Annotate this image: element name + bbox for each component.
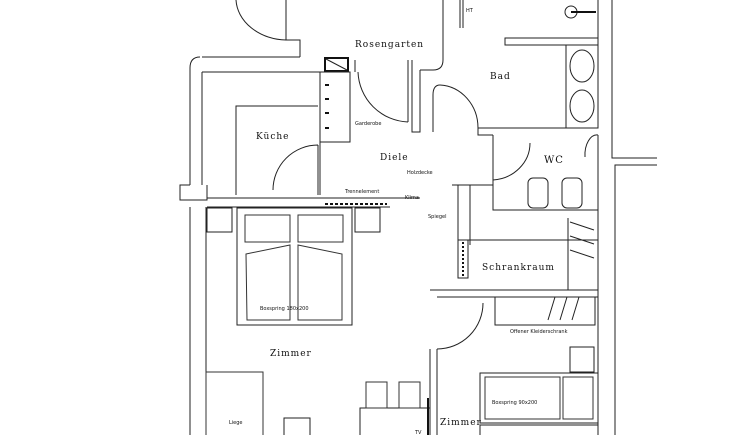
pillow (244, 214, 291, 243)
label-trennelement: Trennelement (344, 189, 379, 195)
blanket (245, 244, 291, 321)
table (359, 407, 431, 435)
side-table (283, 417, 311, 435)
wall (207, 197, 420, 208)
wall (202, 0, 301, 58)
toilet (561, 177, 583, 209)
door-arc-wc (492, 142, 531, 181)
chair (365, 381, 388, 409)
daybed (205, 371, 264, 435)
room-label-schrankraum: Schrankraum (482, 263, 555, 273)
nightstand (569, 346, 595, 373)
blanket (297, 244, 343, 321)
wc-walls (492, 135, 599, 211)
label-spiegel: Spiegel (428, 214, 446, 220)
chair (398, 381, 421, 409)
outer-wall-right (611, 0, 657, 435)
wardrobe-hangers (547, 296, 580, 321)
door-arc-bad (439, 84, 479, 129)
cabinet-diagonal (325, 58, 348, 71)
coat-hooks (325, 84, 329, 129)
label-tv: TV (414, 430, 422, 435)
door-arc-top-left (235, 0, 287, 41)
pillow (297, 214, 344, 243)
door-arc-rosengarten (354, 60, 421, 133)
door-arc-kitchen (272, 144, 319, 195)
pillow (562, 376, 594, 420)
sink (569, 89, 595, 123)
wall (420, 0, 464, 71)
room-label-diele: Diele (380, 153, 409, 163)
sink (569, 49, 595, 83)
room-label-zimmer-2: Zimmer (440, 418, 482, 428)
bed-double (236, 207, 353, 326)
bed-single (479, 372, 599, 424)
label-kleiderschrank: Offener Kleiderschrank (510, 329, 568, 335)
nightstand (206, 207, 233, 233)
label-klima: Klima (405, 195, 419, 201)
room-label-kueche: Küche (256, 132, 290, 142)
label-ht: HT (466, 8, 474, 14)
blanket (484, 376, 561, 420)
outer-wall (189, 207, 207, 435)
room-label-wc: WC (544, 155, 564, 166)
wall (420, 37, 599, 71)
bidet (527, 177, 549, 209)
nightstand (354, 207, 381, 233)
open-wardrobe (494, 296, 596, 326)
cabinet (324, 57, 349, 72)
label-liege: Liege (229, 420, 243, 426)
door-arc-wc-corner (584, 134, 599, 158)
wall (452, 184, 598, 245)
bed-single (479, 424, 599, 435)
outer-wall (179, 56, 208, 201)
door-arc-zimmer2 (429, 302, 484, 435)
label-holzdecke: Holzdecke (407, 170, 433, 176)
label-bed-single: Boxspring 90x200 (492, 400, 537, 406)
wardrobe-doors (569, 221, 595, 259)
radiator (457, 239, 469, 279)
room-label-zimmer: Zimmer (270, 349, 312, 359)
wall (430, 210, 599, 435)
wall (432, 84, 441, 132)
label-garderobe: Garderobe (355, 121, 381, 127)
room-label-rosengarten: Rosengarten (355, 40, 424, 50)
label-bed-double: Boxspring 180x200 (260, 306, 309, 312)
bad-walls (477, 0, 599, 136)
room-label-bad: Bad (490, 72, 511, 82)
garderobe-cabinet (319, 71, 351, 143)
